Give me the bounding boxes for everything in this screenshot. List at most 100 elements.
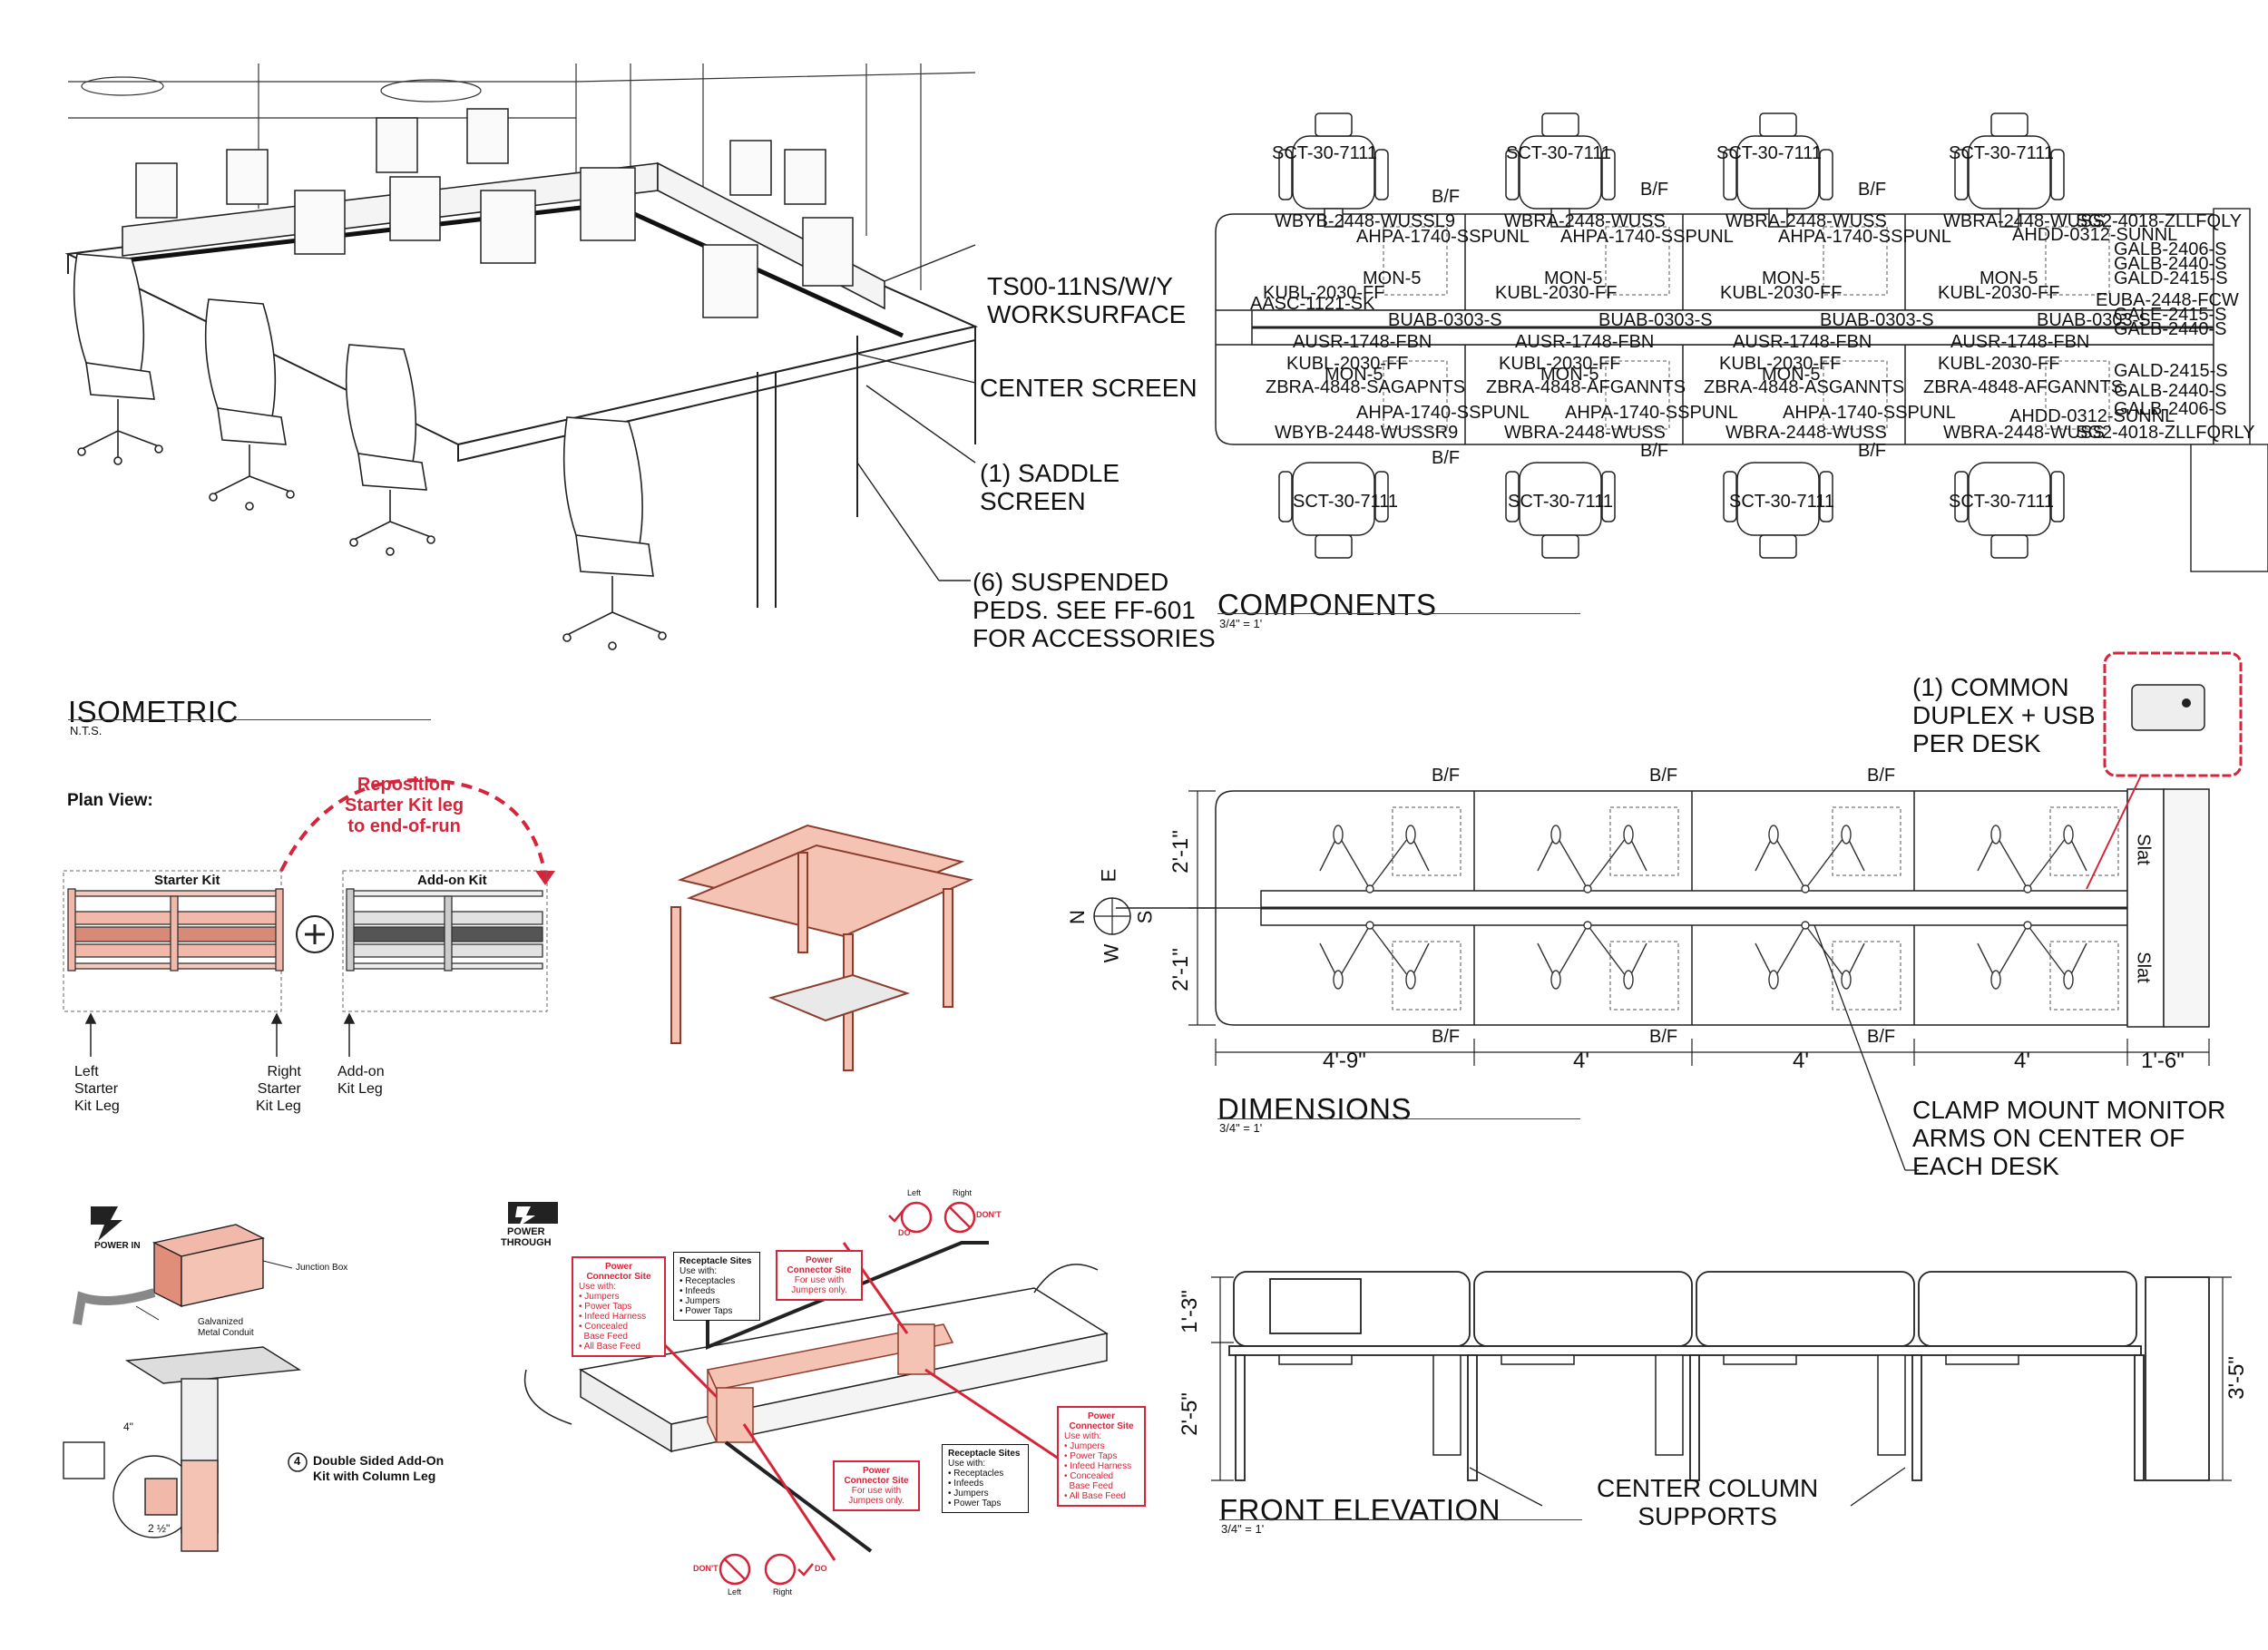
depth-dim: 2'-1" xyxy=(1168,948,1193,991)
end-code: EUBA-2448-FCW xyxy=(2096,290,2239,310)
ausr-code: AUSR-1748-FBN xyxy=(1950,332,2090,352)
elevation-height-dim: 1'-3" xyxy=(1177,1290,1202,1333)
end-code: GALB-2440-S xyxy=(2114,254,2227,274)
receptacle-title: Receptacle Sites xyxy=(679,1256,752,1266)
mon-code: MON-5 xyxy=(1540,365,1599,385)
bottom-worksurface-code: WBRA-2448-WUSS xyxy=(1725,423,1887,443)
chair-code: SCT-30-7111 xyxy=(1272,143,1377,163)
compass-w: W xyxy=(1100,943,1123,963)
elevation-height-dim: 3'-5" xyxy=(2224,1356,2249,1400)
power-panel: POWER IN Junction Box Galvanized Metal C… xyxy=(54,1188,1146,1642)
top-worksurface-code: WBRA-2448-WUSS xyxy=(1725,211,1887,231)
bf-label: B/F xyxy=(1649,1027,1678,1047)
mon-code: MON-5 xyxy=(1980,268,2038,288)
width-dim: 4' xyxy=(1573,1049,1589,1073)
ahpa-code: AHPA-1740-SSPUNL xyxy=(1783,403,1956,423)
compass-s: S xyxy=(1133,910,1157,924)
power-connector-title: Power Connector Site xyxy=(1069,1411,1134,1431)
chair-code: SCT-30-7111 xyxy=(1949,143,2054,163)
power-connector-jumpers: For use with Jumpers only. xyxy=(791,1275,847,1295)
dimensions-title: DIMENSIONS xyxy=(1217,1092,1413,1126)
top-worksurface-code: WBRA-2448-WUSS xyxy=(1504,211,1666,231)
slat-label: Slat xyxy=(2133,834,2154,865)
components-title-rule xyxy=(1217,613,1580,614)
isometric-scale: N.T.S. xyxy=(70,724,103,737)
power-connector-box: Power Connector Site Use with: • Jumpers… xyxy=(572,1256,666,1357)
bf-label: B/F xyxy=(1867,766,1896,786)
power-connector-body: Use with: • Jumpers • Power Taps • Infee… xyxy=(579,1282,647,1352)
kit-plan-drawing xyxy=(63,777,974,1071)
elevation-title-rule xyxy=(1219,1519,1582,1520)
end-code: AHDD-0312-SUNNL xyxy=(2009,406,2175,426)
ahpa-code: AHPA-1740-SSPUNL xyxy=(1356,403,1530,423)
width-dim: 4' xyxy=(1793,1049,1809,1073)
plan-view-panel: Plan View: Reposition Starter Kit leg to… xyxy=(54,762,1098,1143)
compass-e: E xyxy=(1097,868,1120,883)
power-through-label: POWER THROUGH xyxy=(501,1226,552,1248)
zbra-code: ZBRA-4848-AFGANNTS xyxy=(1486,377,1686,397)
top-worksurface-code: WBRA-2448-WUSS xyxy=(1943,211,2105,231)
kubl-code: KUBL-2030-FF xyxy=(1719,354,1842,374)
chair-code: SCT-30-7111 xyxy=(1716,143,1822,163)
ahpa-code: AHPA-1740-SSPUNL xyxy=(1565,403,1738,423)
bf-label: B/F xyxy=(1867,1027,1896,1047)
end-code: GALB-2440-S xyxy=(2114,381,2227,401)
components-scale: 3/4" = 1' xyxy=(1219,617,1263,630)
buab-code: BUAB-0303-S xyxy=(1388,310,1502,330)
do-label: DO xyxy=(815,1564,827,1573)
zbra-code: ZBRA-4848-SAGAPNTS xyxy=(1266,377,1466,397)
receptacle-body: Use with: • Receptacles • Infeeds • Jump… xyxy=(679,1266,736,1316)
bf-label: B/F xyxy=(1858,180,1887,200)
left-leg-label: Left Starter Kit Leg xyxy=(74,1064,120,1114)
bottom-worksurface-code: WBRA-2448-WUSS xyxy=(1504,423,1666,443)
receptacle-title: Receptacle Sites xyxy=(948,1449,1021,1459)
ahpa-code: AHPA-1740-SSPUNL xyxy=(1356,227,1530,247)
power-connector-body: Use with: • Jumpers • Power Taps • Infee… xyxy=(1064,1431,1132,1501)
end-code: SG2-4018-ZLLFQLY xyxy=(2076,211,2243,231)
width-dim: 4' xyxy=(2014,1049,2030,1073)
chair-code: SCT-30-7111 xyxy=(1293,492,1398,512)
starter-kit-label: Starter Kit xyxy=(154,873,220,888)
bf-label: B/F xyxy=(1640,180,1669,200)
bottom-worksurface-code: WBYB-2448-WUSSR9 xyxy=(1275,423,1459,443)
buab-code: BUAB-0303-S xyxy=(1820,310,1934,330)
end-code: GALB-2406-S xyxy=(2114,399,2227,419)
dimensions-title-rule xyxy=(1217,1118,1580,1119)
ausr-code: AUSR-1748-FBN xyxy=(1733,332,1872,352)
end-code: GALE-2415-S xyxy=(2114,305,2227,325)
suspended-peds-callout: (6) SUSPENDED PEDS. SEE FF-601 FOR ACCES… xyxy=(973,568,1216,652)
mon-code: MON-5 xyxy=(1762,268,1821,288)
width-dim: 1'-6" xyxy=(2141,1049,2185,1073)
elevation-scale: 3/4" = 1' xyxy=(1221,1522,1265,1536)
end-code: GALD-2415-S xyxy=(2114,361,2228,381)
bottom-worksurface-code: WBRA-2448-WUSS xyxy=(1943,423,2105,443)
duplex-callout: (1) COMMON DUPLEX + USB PER DESK xyxy=(1912,673,2096,757)
mon-code: MON-5 xyxy=(1762,365,1821,385)
left-label: Left xyxy=(728,1587,742,1596)
isometric-title: ISOMETRIC xyxy=(68,695,239,728)
kubl-code: KUBL-2030-FF xyxy=(1938,354,2060,374)
dont-label: DON'T xyxy=(693,1564,719,1573)
width-dim: 4'-9" xyxy=(1323,1049,1366,1073)
power-connector-title: Power Connector Site xyxy=(586,1262,651,1282)
isometric-title-rule xyxy=(68,719,431,720)
components-title: COMPONENTS xyxy=(1217,588,1437,621)
dimensions-panel: N E S W 2'-1" 2'-1" B/F B/F B/F B/F B/F … xyxy=(1066,651,2268,1197)
double-sided-num: 4 xyxy=(294,1454,301,1468)
mon-code: MON-5 xyxy=(1544,268,1603,288)
power-connector-title: Power Connector Site xyxy=(787,1255,852,1275)
kubl-code: KUBL-2030-FF xyxy=(1499,354,1621,374)
mon-code: MON-5 xyxy=(1363,268,1422,288)
dimensions-drawing xyxy=(1093,651,2243,1171)
end-code: SG2-4018-ZLLFQRLY xyxy=(2076,423,2255,443)
isometric-drawing xyxy=(64,63,979,650)
power-connector-jumpers-box-bottom: Power Connector Site For use with Jumper… xyxy=(833,1460,920,1511)
addon-kit-label: Add-on Kit xyxy=(417,873,487,888)
buab-code: BUAB-0303-S xyxy=(1598,310,1713,330)
aasc-code: AASC-1121-SK xyxy=(1250,294,1375,314)
power-connector-jumpers-box: Power Connector Site For use with Jumper… xyxy=(776,1250,863,1301)
top-worksurface-code: WBYB-2448-WUSSL9 xyxy=(1275,211,1455,231)
conduit-label: Galvanized Metal Conduit xyxy=(198,1317,254,1338)
saddle-screen-callout: (1) SADDLE SCREEN xyxy=(980,459,1120,515)
elevation-drawing xyxy=(1211,1271,2232,1507)
